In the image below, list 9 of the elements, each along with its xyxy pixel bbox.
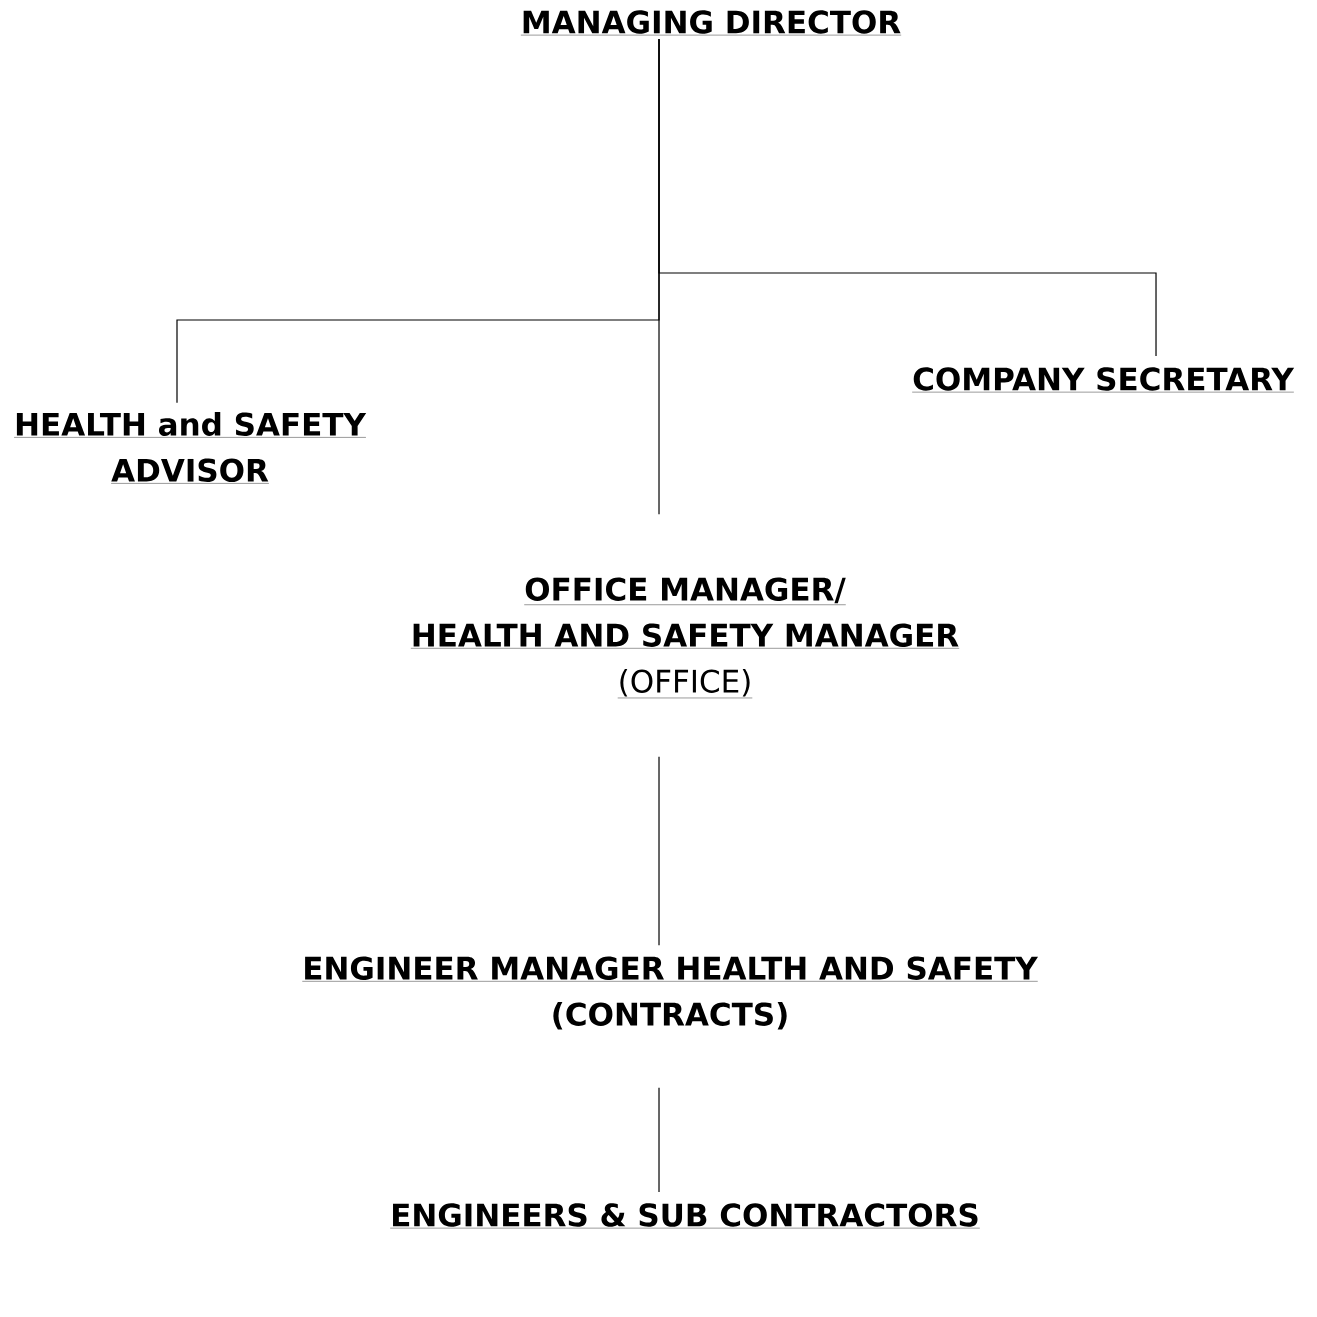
role-title: ENGINEER MANAGER HEALTH AND SAFETY (CONTRACTS) <box>302 956 1039 1030</box>
role-title: HEALTH and SAFETY ADVISOR <box>13 412 367 484</box>
role-title: COMPANY SECRETARY <box>911 367 1295 393</box>
role-title: ENGINEERS & SUB CONTRACTORS <box>390 1203 981 1229</box>
connector-line <box>658 756 660 946</box>
role-title: OFFICE MANAGER/ HEALTH AND SAFETY MANAGER (OFFICE) <box>410 577 960 699</box>
connector-line <box>658 38 1157 357</box>
connector-line <box>658 1087 660 1193</box>
role-title: MANAGING DIRECTOR <box>520 10 902 36</box>
